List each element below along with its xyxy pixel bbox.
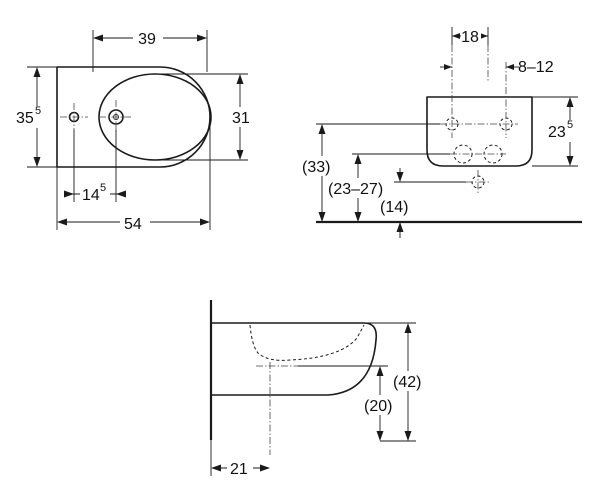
- dim-fixing-height: (23–27): [328, 181, 383, 198]
- label-bg-42: [390, 371, 430, 391]
- arrow-54-right: [200, 218, 210, 226]
- dim-tap-offset-sup: 5: [100, 182, 106, 194]
- arrow-14-top: [396, 172, 404, 182]
- arrow-812-right: [506, 64, 514, 70]
- label-bg-145: [80, 183, 110, 203]
- arrow-14-bottom: [396, 222, 404, 232]
- arrow-812-left: [444, 64, 452, 70]
- arrow-355-bottom: [33, 157, 41, 167]
- arrow-21-right: [260, 464, 270, 472]
- label-bg-31: [228, 107, 254, 127]
- arrow-42-bottom: [404, 431, 412, 441]
- label-bg-2327: [326, 178, 390, 198]
- dim-depth-main: 35: [16, 110, 34, 127]
- bidet-rear-outline: [426, 96, 533, 167]
- arrow-21-left: [211, 464, 221, 472]
- dim-total-height: (42): [393, 374, 421, 391]
- arrow-235-top: [566, 97, 574, 107]
- dim-basin-length: 39: [138, 31, 156, 48]
- dim-height-sup: 5: [567, 119, 573, 131]
- side-view: (42) (20) 21: [209, 300, 430, 478]
- top-view: 39 35 5 31 14 5 54: [14, 29, 254, 233]
- dim-drain-height: (20): [364, 398, 392, 415]
- label-bg-18: [461, 27, 481, 45]
- dim-basin-depth: 31: [232, 110, 250, 127]
- arrow-145-right: [116, 190, 126, 198]
- arrow-235-bottom: [566, 156, 574, 166]
- arrow-31-top: [236, 74, 244, 84]
- arrow-145-left: [64, 190, 74, 198]
- label-bg-355: [14, 106, 48, 128]
- dim-depth-sup: 5: [35, 105, 41, 117]
- arrow-31-bottom: [236, 150, 244, 160]
- dim-height-main: 23: [548, 124, 566, 141]
- label-bg-20: [362, 395, 400, 415]
- arrow-18-right: [480, 33, 488, 39]
- arrow-18-left: [452, 33, 460, 39]
- arrow-33-top: [318, 124, 326, 134]
- rear-view: 18 8–12 23 5 (33) (23–27): [300, 27, 582, 238]
- dim-drain-height: (14): [380, 199, 408, 216]
- arrow-39-left: [93, 34, 103, 42]
- dim-total-length: 54: [124, 216, 142, 233]
- arrow-39-right: [197, 34, 207, 42]
- arrow-2327-bottom: [354, 212, 362, 222]
- label-bg-33: [300, 156, 342, 176]
- bidet-side-outline: [211, 322, 378, 396]
- arrow-54-left: [57, 218, 67, 226]
- arrow-33-bottom: [318, 212, 326, 222]
- dim-fixing-range: 8–12: [518, 59, 554, 76]
- dim-drain-distance: 21: [230, 461, 248, 478]
- arrow-42-top: [404, 323, 412, 333]
- arrow-2327-top: [354, 154, 362, 164]
- bowl-hidden-profile: [249, 324, 365, 361]
- dim-tap-offset-main: 14: [82, 187, 100, 204]
- arrow-355-top: [33, 67, 41, 77]
- label-bg-54: [120, 212, 150, 232]
- label-bg-21: [227, 458, 253, 478]
- arrow-20-top: [376, 366, 384, 376]
- dim-top-height: (33): [302, 159, 330, 176]
- dim-fixing-spacing: 18: [461, 29, 479, 46]
- arrow-20-bottom: [376, 431, 384, 441]
- label-bg-39: [133, 29, 163, 47]
- label-bg-235: [546, 120, 580, 142]
